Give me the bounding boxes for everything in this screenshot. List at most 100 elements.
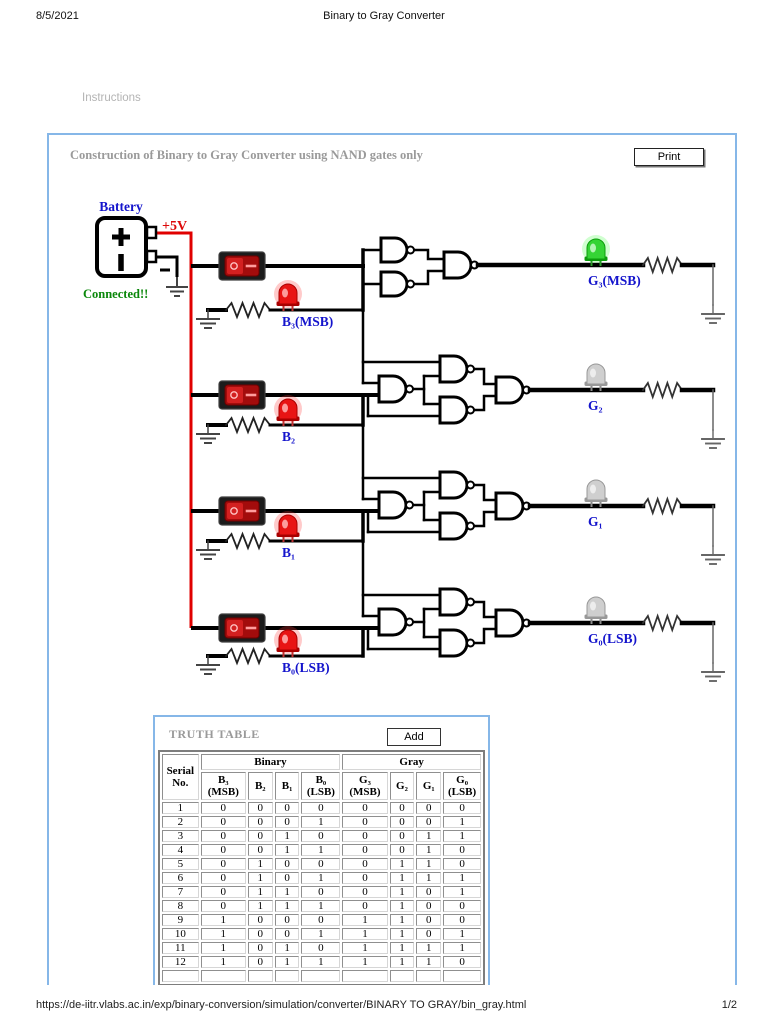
table-cell: 1 [389,928,415,940]
nand-bubble [405,500,414,510]
battery-status: Connected!! [83,287,148,301]
input-switch-b2[interactable] [218,380,266,410]
print-header-date: 8/5/2021 [36,10,79,22]
output-label-g2: G₂ [588,398,603,413]
table-cell: 0 [443,900,481,912]
table-cell [162,970,199,982]
table-cell: 0 [389,830,415,842]
output-resistor-g3 [641,255,684,275]
table-cell: 1 [274,956,300,968]
table-cell: 0 [416,928,442,940]
table-cell: 1 [389,942,415,954]
nand-gate [438,470,469,500]
input-label-b2: B₂ [282,429,295,444]
table-cell: 0 [247,830,273,842]
table-cell: 1 [301,872,341,884]
input-led-b3 [274,280,302,311]
table-cell: 1 [274,942,300,954]
table-cell: 1 [443,872,481,884]
input-switch-b1[interactable] [218,496,266,526]
table-cell: 0 [416,886,442,898]
nand-gate [494,491,525,521]
table-cell: 0 [274,914,300,926]
table-cell [416,970,442,982]
col-header-g2: G₂ [389,772,415,800]
battery [95,216,193,628]
nand-gate [438,511,469,541]
simulation-panel: Construction of Binary to Gray Converter… [47,133,737,985]
nand-bubble [466,480,475,490]
table-cell: 0 [443,802,481,814]
output-resistor-g0 [641,613,684,633]
input-ground-icon-b0 [196,655,220,675]
input-resistor-b2 [224,415,272,435]
col-group-gray: Gray [342,754,481,770]
output-led-g0 [584,596,608,624]
table-cell: 1 [301,900,341,912]
table-cell: 0 [274,858,300,870]
table-cell [389,970,415,982]
input-led-b0 [274,626,302,657]
input-switch-b0[interactable] [218,613,266,643]
table-cell: 0 [416,816,442,828]
table-cell: 4 [162,844,199,856]
circuit-diagram: Battery +5V Connected!! B₃(MSB)B₂B₁B₀(LS… [83,199,725,682]
table-cell: 1 [200,956,246,968]
power-wire-red [156,231,193,628]
nand-bubble [406,279,415,289]
footer-page-number: 1/2 [721,999,737,1011]
table-cell [342,970,388,982]
table-cell: 0 [301,914,341,926]
input-ground-icon-b1 [196,540,220,560]
nand-bubble [466,405,475,415]
table-cell: 1 [342,928,388,940]
output-led-g2 [584,363,608,391]
table-cell: 0 [389,816,415,828]
output-ground-icon-g0 [701,662,725,682]
table-cell: 1 [274,844,300,856]
table-cell: 5 [162,858,199,870]
input-led-b2 [274,395,302,426]
nand-gate [494,375,525,405]
voltage-label: +5V [162,219,187,234]
table-cell: 0 [200,802,246,814]
table-cell: 1 [416,844,442,856]
input-switch-b3[interactable] [218,251,266,281]
truth-table-panel: TRUTH TABLE Add Serial No. Binary Gray B… [153,715,490,985]
table-cell: 1 [301,956,341,968]
nand-bubble [466,364,475,374]
output-label-g1: G₁ [588,514,603,529]
table-cell: 8 [162,900,199,912]
table-cell: 0 [200,858,246,870]
table-cell: 0 [200,872,246,884]
battery-ground-icon [166,277,188,297]
table-cell: 9 [162,914,199,926]
table-cell: 1 [389,900,415,912]
table-cell: 3 [162,830,199,842]
nand-bubble [405,384,414,394]
table-cell: 0 [200,844,246,856]
instructions-link[interactable]: Instructions [82,92,141,104]
table-cell: 6 [162,872,199,884]
table-cell: 7 [162,886,199,898]
print-button[interactable]: Print [634,148,704,166]
table-cell: 0 [247,816,273,828]
nand-gate [438,354,469,384]
nand-gate [377,490,408,520]
input-ground-icon-b2 [196,424,220,444]
table-cell: 1 [443,886,481,898]
table-cell: 10 [162,928,199,940]
col-header-serial: Serial No. [162,754,199,800]
battery-label: Battery [99,199,143,214]
table-cell: 0 [274,802,300,814]
table-cell: 0 [342,844,388,856]
table-cell: 0 [247,928,273,940]
nand-bubble [406,245,415,255]
add-button[interactable]: Add [387,728,441,746]
